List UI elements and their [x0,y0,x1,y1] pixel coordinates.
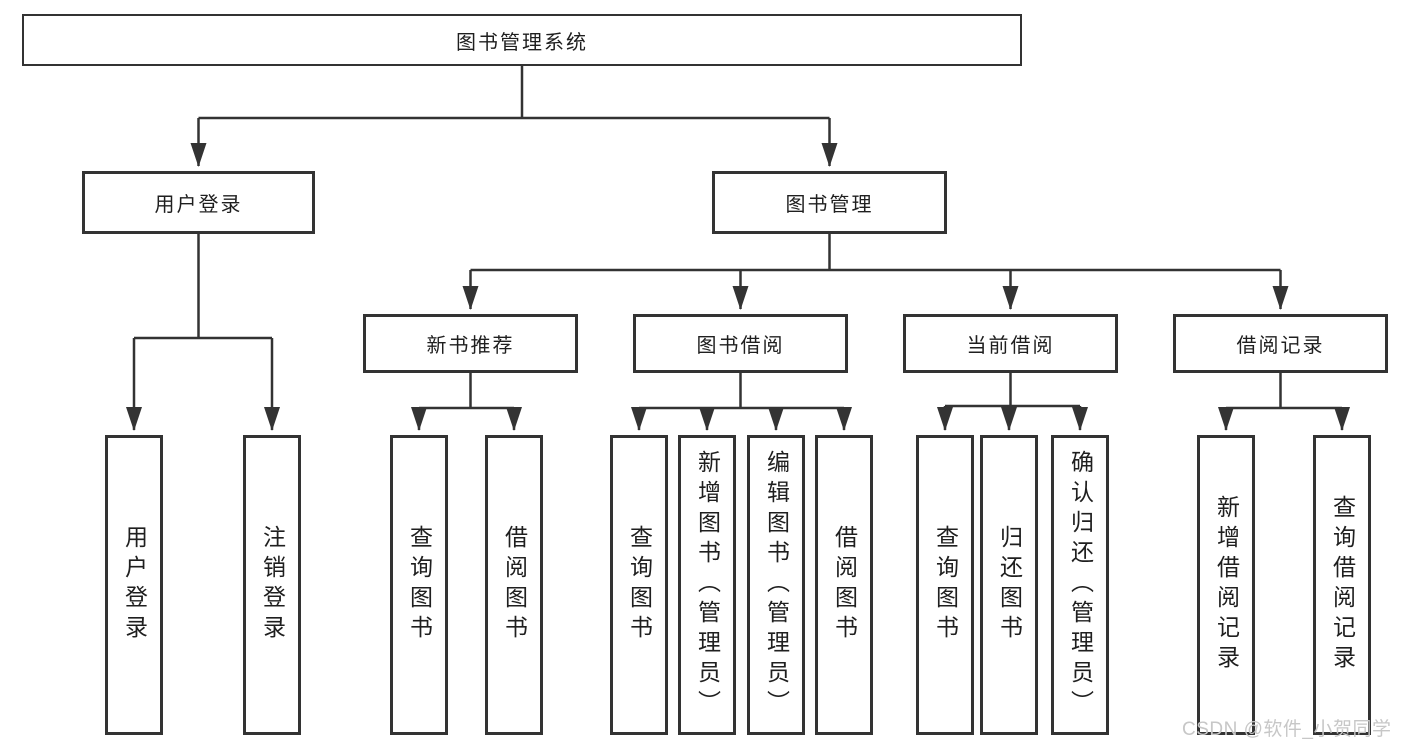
leaf-label: 借阅图书 [831,525,858,645]
leaf-add-borrow-record: 新增借阅记录 [1197,435,1255,735]
leaf-label: 查询借阅记录 [1329,495,1356,675]
leaf-query-books-borrowing: 查询图书 [610,435,668,735]
leaf-query-books-recommend: 查询图书 [390,435,448,735]
leaf-label: 确认归还（管理员） [1067,450,1094,720]
leaf-label: 新增图书（管理员） [694,450,721,720]
root-node-library-system: 图书管理系统 [22,14,1022,66]
leaf-label: 新增借阅记录 [1213,495,1240,675]
leaf-label: 查询图书 [932,525,959,645]
leaf-query-borrow-record: 查询借阅记录 [1313,435,1371,735]
leaf-label: 查询图书 [626,525,653,645]
node-label: 当前借阅 [966,335,1055,357]
leaf-return-books: 归还图书 [980,435,1038,735]
node-label: 新书推荐 [426,335,515,357]
node-label: 借阅记录 [1236,335,1325,357]
leaf-borrow-books-recommend: 借阅图书 [485,435,543,735]
leaf-label: 注销登录 [259,525,286,645]
leaf-label: 借阅图书 [501,525,528,645]
node-book-borrowing: 图书借阅 [633,314,848,373]
leaf-confirm-return-admin: 确认归还（管理员） [1051,435,1109,735]
leaf-label: 查询图书 [406,525,433,645]
root-node-label: 图书管理系统 [456,31,588,54]
leaf-query-books-current: 查询图书 [916,435,974,735]
node-label: 图书借阅 [696,335,785,357]
leaf-edit-books-admin: 编辑图书（管理员） [747,435,805,735]
leaf-logout: 注销登录 [243,435,301,735]
leaf-label: 归还图书 [996,525,1023,645]
node-user-login: 用户登录 [82,171,315,234]
node-current-borrowing: 当前借阅 [903,314,1118,373]
leaf-user-login: 用户登录 [105,435,163,735]
node-label: 用户登录 [154,194,243,216]
leaf-borrow-books-borrowing: 借阅图书 [815,435,873,735]
leaf-label: 编辑图书（管理员） [763,450,790,720]
leaf-add-books-admin: 新增图书（管理员） [678,435,736,735]
node-borrowing-records: 借阅记录 [1173,314,1388,373]
node-book-management: 图书管理 [712,171,947,234]
leaf-label: 用户登录 [121,525,148,645]
watermark: CSDN @软件_小贺同学 [1182,719,1392,740]
node-new-book-recommendation: 新书推荐 [363,314,578,373]
node-label: 图书管理 [785,194,874,216]
